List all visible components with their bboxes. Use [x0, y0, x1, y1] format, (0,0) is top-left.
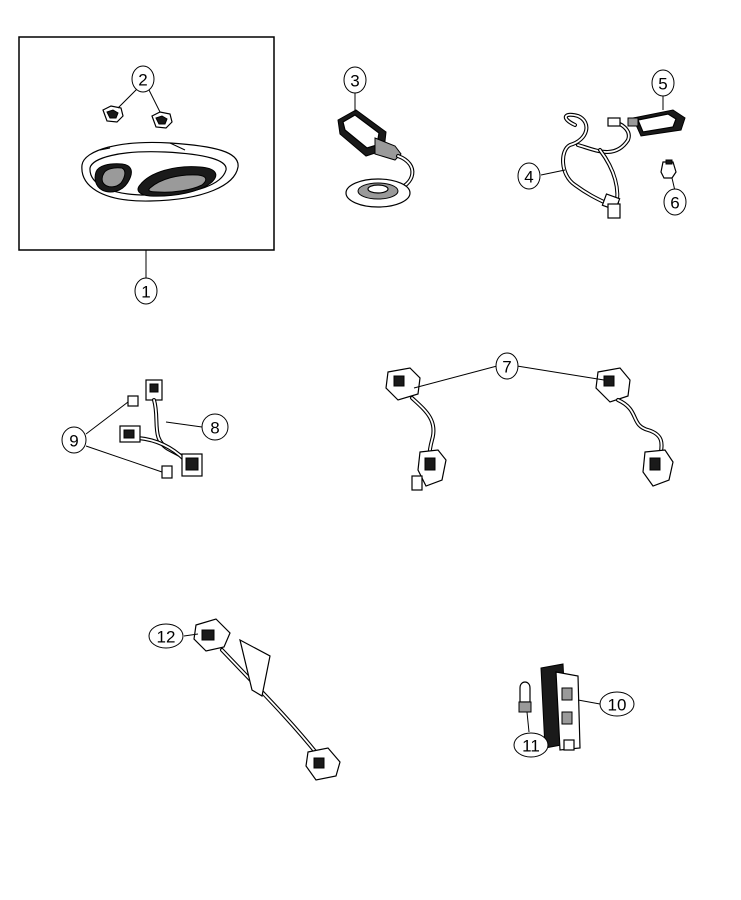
leader-line	[516, 365, 605, 381]
leader-line	[183, 633, 199, 637]
callout-10: 10	[599, 691, 635, 717]
svg-text:1: 1	[141, 283, 150, 302]
callout-8: 8	[201, 413, 229, 441]
bulb-socket-icon	[102, 105, 173, 129]
callout-4: 4	[517, 162, 541, 190]
callout-6: 6	[663, 188, 687, 216]
svg-text:4: 4	[524, 168, 533, 187]
overhead-console-group	[18, 36, 275, 279]
svg-text:12: 12	[157, 628, 176, 647]
svg-text:10: 10	[608, 696, 627, 715]
leader-line	[165, 421, 203, 428]
svg-text:6: 6	[670, 194, 679, 213]
svg-text:3: 3	[350, 72, 359, 91]
callout-11: 11	[513, 732, 549, 758]
leader-line	[85, 445, 163, 473]
leader-line	[413, 365, 498, 389]
callout-9: 9	[61, 426, 87, 454]
leader-line	[526, 711, 530, 733]
leader-line	[117, 87, 139, 109]
callout-1: 1	[134, 277, 158, 305]
overhead-console-lamp-icon	[81, 141, 239, 202]
leader-line	[147, 87, 161, 113]
bulb-icon	[660, 159, 677, 192]
callout-3: 3	[343, 66, 367, 94]
leader-line	[540, 169, 566, 176]
wiring-harness-icon	[540, 112, 631, 219]
connector-icon	[85, 395, 173, 479]
callout-5: 5	[651, 69, 675, 97]
leader-line	[577, 699, 601, 705]
courtesy-lamp-icon	[627, 95, 686, 137]
wiring-harness-icon	[183, 618, 341, 781]
svg-text:8: 8	[210, 419, 219, 438]
svg-text:7: 7	[502, 358, 511, 377]
leader-line	[85, 401, 129, 435]
wiring-jumper-icon	[516, 365, 674, 487]
svg-text:11: 11	[522, 737, 540, 756]
wiring-harness-icon	[119, 379, 203, 477]
callout-2: 2	[131, 65, 155, 93]
callout-7: 7	[495, 352, 519, 380]
tail-lamp-icon	[540, 663, 601, 751]
svg-text:2: 2	[138, 71, 147, 90]
wiring-jumper-icon	[385, 365, 498, 491]
svg-text:9: 9	[69, 432, 78, 451]
bulb-icon	[518, 681, 532, 733]
ignition-lamp-switch-icon	[337, 92, 415, 208]
callout-12: 12	[148, 623, 184, 649]
svg-text:5: 5	[658, 75, 667, 94]
